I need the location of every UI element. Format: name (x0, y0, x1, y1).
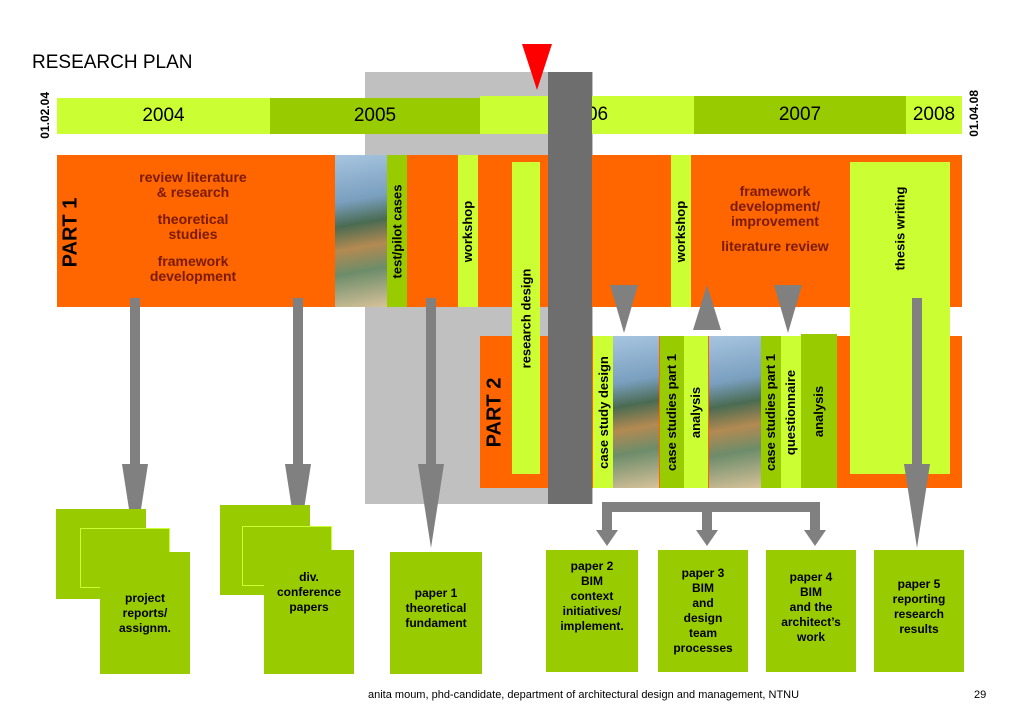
footer-text: anita moum, phd-candidate, department of… (368, 689, 800, 701)
questionnaire: questionnaire (781, 336, 801, 488)
current-time-bar (548, 72, 592, 504)
year-2008: 2008 (906, 96, 962, 134)
part1-band (57, 155, 962, 307)
case-study-design: case study design (593, 336, 613, 488)
year-2005: 2005 (270, 98, 480, 134)
building-photo-3 (709, 336, 761, 488)
part1-block1-text: review literature & research theoretical… (139, 169, 247, 284)
analysis-2: analysis (801, 334, 837, 488)
page-title: RESEARCH PLAN (32, 52, 193, 73)
case-studies-part1-a: case studies part 1 (660, 336, 684, 488)
building-photo (335, 155, 387, 307)
test-pilot-cases: test/pilot cases (387, 155, 407, 307)
now-marker-icon (522, 44, 552, 90)
building-photo-2 (613, 336, 659, 488)
case-studies-part1-b: case studies part 1 (761, 336, 781, 488)
year-2007: 2007 (694, 96, 906, 134)
page-number: 29 (974, 689, 987, 701)
research-design: research design (512, 162, 540, 474)
workshop-2: workshop (671, 155, 691, 307)
part1-block2-text: framework development/ improvement liter… (721, 183, 829, 254)
thesis-writing: thesis writing (850, 162, 950, 474)
year-2004: 2004 (57, 98, 270, 134)
workshop-1: workshop (458, 155, 478, 307)
analysis-1: analysis (684, 336, 708, 488)
